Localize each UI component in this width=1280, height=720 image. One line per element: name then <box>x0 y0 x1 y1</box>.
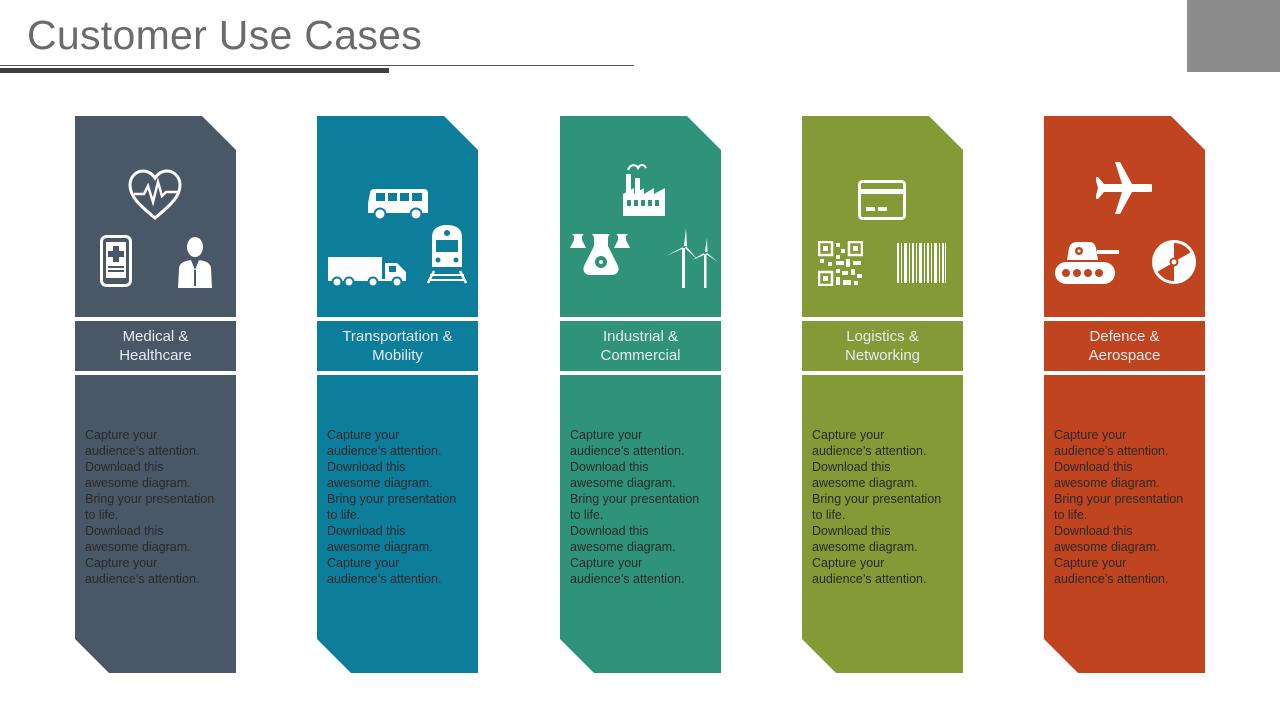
card-icon-panel <box>802 116 963 317</box>
card-defence: Defence & Aerospace Capture your audienc… <box>1044 116 1205 673</box>
card-description-panel: Capture your audience’s attention. Downl… <box>560 375 721 673</box>
card-industrial: Industrial & Commercial Capture your aud… <box>560 116 721 673</box>
card-icon-panel <box>75 116 236 317</box>
train-icon <box>426 223 468 285</box>
card-description-panel: Capture your audience’s attention. Downl… <box>75 375 236 673</box>
card-description: Capture your audience’s attention. Downl… <box>327 428 457 586</box>
card-label: Defence & Aerospace <box>1088 328 1161 364</box>
card-description: Capture your audience’s attention. Downl… <box>812 428 942 586</box>
airplane-icon <box>1096 154 1152 222</box>
card-transportation: Transportation & Mobility Capture your a… <box>317 116 478 673</box>
card-label: Medical & Healthcare <box>119 328 192 364</box>
card-description-panel: Capture your audience’s attention. Downl… <box>317 375 478 673</box>
slide-title: Customer Use Cases <box>27 12 423 58</box>
chemical-flask-icon <box>570 232 632 276</box>
card-description: Capture your audience’s attention. Downl… <box>1054 428 1184 586</box>
card-label-bar: Transportation & Mobility <box>317 321 478 371</box>
card-description-panel: Capture your audience’s attention. Downl… <box>1044 375 1205 673</box>
factory-icon <box>622 162 666 218</box>
qr-code-icon <box>818 241 863 286</box>
title-underline-thick <box>0 68 389 73</box>
card-label: Industrial & Commercial <box>600 328 681 364</box>
corner-accent-box <box>1187 0 1280 72</box>
card-icon-panel <box>1044 116 1205 317</box>
doctor-icon <box>176 236 214 288</box>
card-label: Transportation & Mobility <box>342 328 453 364</box>
card-label-bar: Logistics & Networking <box>802 321 963 371</box>
card-icon-panel <box>317 116 478 317</box>
card-icon-panel <box>560 116 721 317</box>
card-label-bar: Defence & Aerospace <box>1044 321 1205 371</box>
card-description: Capture your audience’s attention. Downl… <box>570 428 700 586</box>
card-description: Capture your audience’s attention. Downl… <box>85 428 215 586</box>
title-underline-thin <box>0 65 634 66</box>
card-description-panel: Capture your audience’s attention. Downl… <box>802 375 963 673</box>
bus-icon <box>366 187 430 221</box>
medical-phone-icon <box>100 235 132 287</box>
barcode-icon <box>897 243 947 283</box>
wind-turbine-icon <box>658 226 720 288</box>
heart-rate-icon <box>128 168 182 222</box>
truck-icon <box>327 255 409 287</box>
card-logistics: Logistics & Networking Capture your audi… <box>802 116 963 673</box>
tank-icon <box>1053 238 1121 288</box>
credit-card-icon <box>858 180 906 220</box>
card-label-bar: Medical & Healthcare <box>75 321 236 371</box>
card-medical: Medical & Healthcare Capture your audien… <box>75 116 236 673</box>
radiation-icon <box>1151 239 1197 285</box>
card-label: Logistics & Networking <box>844 328 921 364</box>
card-label-bar: Industrial & Commercial <box>560 321 721 371</box>
